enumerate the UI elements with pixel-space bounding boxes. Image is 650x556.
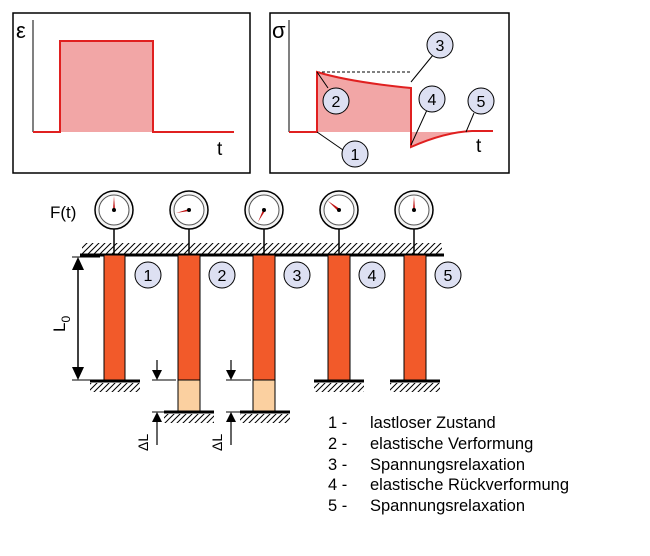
rod-3-extension xyxy=(252,379,276,412)
support-4-hatch xyxy=(314,383,364,392)
delta-l-dimension-3: ΔL xyxy=(209,360,251,451)
legend-text: elastische Verformung xyxy=(370,434,534,453)
legend-number: 3 - xyxy=(328,455,348,474)
stress-marker-1: 1 xyxy=(341,140,369,168)
legend-text: Spannungsrelaxation xyxy=(370,497,526,516)
dial-gauge-3-icon xyxy=(244,190,284,255)
top-support-hatch xyxy=(82,243,442,255)
specimen-marker-1: 1 xyxy=(134,261,162,289)
marker-5-leader xyxy=(465,112,475,133)
stress-curve xyxy=(289,70,493,149)
legend-item: 3 - Spannungsrelaxation xyxy=(328,455,569,476)
stress-marker-3-label: 3 xyxy=(436,38,445,55)
rod-2 xyxy=(177,254,201,381)
stress-marker-5: 5 xyxy=(467,87,495,115)
legend: 1 - lastloser Zustand 2 - elastische Verfo… xyxy=(328,413,569,517)
length-label: L0 xyxy=(50,316,73,332)
legend-item: 4 - elastische Rückverformung xyxy=(328,475,569,496)
dial-gauges xyxy=(94,190,434,255)
legend-number: 2 - xyxy=(328,434,348,453)
strain-step-fill xyxy=(60,41,153,132)
stress-marker-5-label: 5 xyxy=(477,94,486,111)
specimen-setup: F(t) xyxy=(50,190,462,451)
dial-gauge-2-icon xyxy=(169,190,209,255)
stress-marker-1-label: 1 xyxy=(351,147,360,164)
legend-item: 2 - elastische Verformung xyxy=(328,434,569,455)
support-3-hatch xyxy=(240,414,290,423)
force-label: F(t) xyxy=(50,203,76,222)
legend-item: 5 - Spannungsrelaxation xyxy=(328,496,569,517)
delta-l-dimension-2: ΔL xyxy=(135,360,176,451)
marker-3-leader xyxy=(410,54,434,83)
legend-number: 5 - xyxy=(328,497,348,516)
length-dimension: L0 xyxy=(50,256,100,381)
dial-gauge-1-icon xyxy=(94,190,134,255)
legend-text: Spannungsrelaxation xyxy=(370,455,526,474)
specimen-marker-3-label: 3 xyxy=(293,268,302,285)
strain-time-label: t xyxy=(217,139,223,160)
stress-time-panel: σ t 1 2 3 4 5 xyxy=(269,12,510,174)
stress-marker-4: 4 xyxy=(418,85,446,113)
marker-1-leader xyxy=(316,131,344,151)
strain-axis-label: ε xyxy=(16,18,26,43)
specimen-marker-3: 3 xyxy=(283,261,311,289)
bottom-supports xyxy=(90,379,440,423)
stress-marker-2: 2 xyxy=(322,87,350,115)
delta-l-label-2: ΔL xyxy=(135,434,151,451)
specimen-marker-2-label: 2 xyxy=(218,268,227,285)
marker-4-leader xyxy=(410,109,428,146)
legend-text: lastloser Zustand xyxy=(370,414,496,432)
marker-2-leader xyxy=(316,71,329,89)
legend-item: 1 - lastloser Zustand xyxy=(328,413,569,434)
rod-1 xyxy=(103,254,126,381)
support-1-hatch xyxy=(90,383,140,392)
specimen-marker-4-label: 4 xyxy=(368,268,377,285)
specimen-marker-4: 4 xyxy=(358,261,386,289)
legend-number: 1 - xyxy=(328,414,348,432)
specimen-marker-2: 2 xyxy=(208,261,236,289)
support-5-hatch xyxy=(390,383,440,392)
stress-axis-label: σ xyxy=(272,18,286,43)
stress-marker-4-label: 4 xyxy=(428,92,437,109)
legend-text: elastische Rückverformung xyxy=(370,476,569,495)
relaxation-area-fill xyxy=(317,72,411,132)
strain-time-panel: ε t xyxy=(12,12,251,174)
specimen-rods xyxy=(103,254,427,412)
delta-l-label-3: ΔL xyxy=(209,434,225,451)
recovery-area-fill xyxy=(411,131,472,147)
stress-marker-3: 3 xyxy=(426,31,454,59)
dial-gauge-4-icon xyxy=(319,190,359,255)
stress-marker-2-label: 2 xyxy=(332,94,341,111)
specimen-marker-5: 5 xyxy=(434,261,462,289)
strain-step-curve xyxy=(33,40,234,133)
rod-2-extension xyxy=(177,379,201,412)
stress-time-label: t xyxy=(476,136,482,157)
dial-gauge-5-icon xyxy=(394,190,434,255)
rod-5 xyxy=(403,254,427,381)
rod-4 xyxy=(327,254,351,381)
specimen-marker-1-label: 1 xyxy=(144,268,153,285)
rod-3 xyxy=(252,254,276,381)
legend-number: 4 - xyxy=(328,476,348,495)
support-2-hatch xyxy=(164,414,214,423)
specimen-marker-5-label: 5 xyxy=(444,268,453,285)
